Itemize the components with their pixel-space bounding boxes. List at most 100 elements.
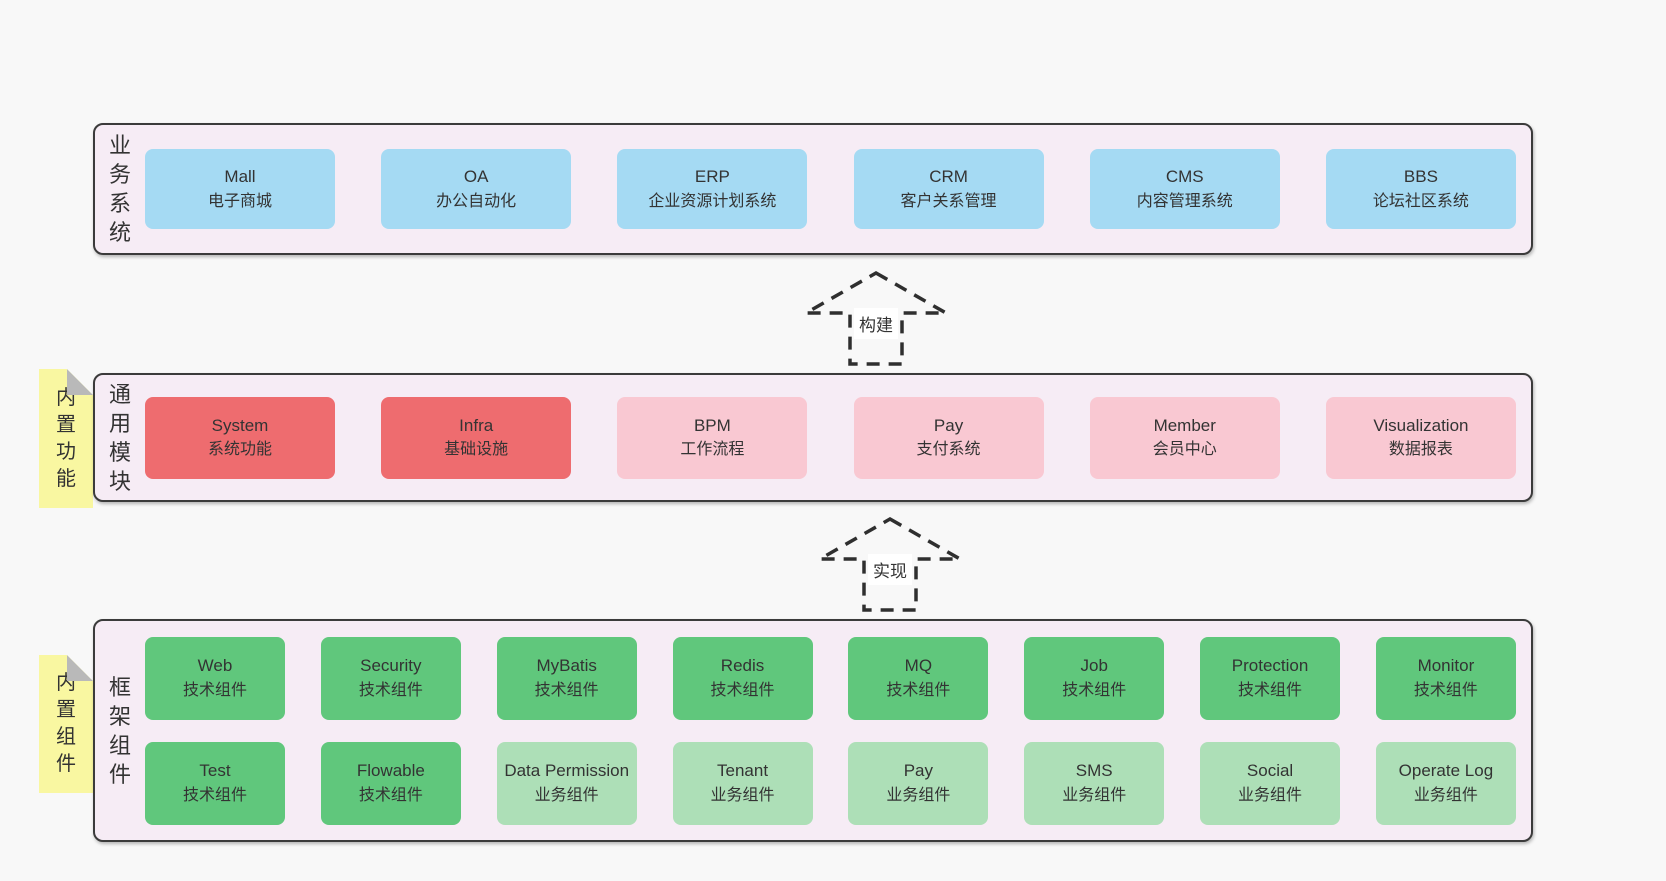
box-title: MQ bbox=[904, 656, 933, 676]
box-subtitle: 业务组件 bbox=[534, 786, 599, 804]
box-title: Pay bbox=[903, 761, 934, 781]
box-subtitle: 论坛社区系统 bbox=[1372, 192, 1469, 210]
box-subtitle: 业务组件 bbox=[710, 786, 775, 804]
box-title: Tenant bbox=[717, 761, 769, 781]
builtin-features-tag: 内置功能 bbox=[39, 369, 93, 508]
box-title: MyBatis bbox=[536, 656, 597, 676]
box-title: Data Permission bbox=[504, 761, 630, 781]
box-cms: CMS 内容管理系统 bbox=[1089, 149, 1280, 229]
box-title: OA bbox=[463, 167, 489, 187]
folded-corner-icon bbox=[67, 655, 93, 681]
dashed-up-arrow-icon bbox=[803, 270, 949, 366]
box-redis: Redis 技术组件 bbox=[672, 636, 813, 720]
builtin-components-tag: 内置组件 bbox=[39, 655, 93, 793]
box-title: Monitor bbox=[1417, 656, 1475, 676]
builtin-features-tag-label: 内置功能 bbox=[56, 386, 76, 490]
box-data-permission: Data Permission 业务组件 bbox=[496, 741, 637, 825]
box-title: BBS bbox=[1403, 167, 1438, 187]
box-subtitle: 技术组件 bbox=[534, 681, 599, 699]
build-arrow-label: 构建 bbox=[854, 308, 898, 339]
folded-corner-icon bbox=[67, 369, 93, 395]
box-subtitle: 系统功能 bbox=[207, 441, 272, 459]
dashed-up-arrow-icon bbox=[817, 516, 963, 612]
box-subtitle: 办公自动化 bbox=[436, 192, 517, 210]
box-title: Pay bbox=[933, 415, 964, 435]
box-subtitle: 基础设施 bbox=[444, 441, 509, 459]
box-title: Web bbox=[197, 656, 233, 676]
layer-framework-components-label: 框架组件 bbox=[108, 674, 131, 787]
box-title: Member bbox=[1153, 415, 1216, 435]
box-job: Job 技术组件 bbox=[1024, 636, 1165, 720]
box-title: Job bbox=[1080, 656, 1108, 676]
box-tenant: Tenant 业务组件 bbox=[672, 741, 813, 825]
box-subtitle: 技术组件 bbox=[182, 786, 247, 804]
box-subtitle: 会员中心 bbox=[1152, 441, 1217, 459]
build-arrow: 构建 bbox=[803, 270, 949, 367]
box-subtitle: 业务组件 bbox=[1413, 786, 1478, 804]
box-flowable: Flowable 技术组件 bbox=[320, 741, 461, 825]
box-protection: Protection 技术组件 bbox=[1200, 636, 1341, 720]
box-subtitle: 技术组件 bbox=[1413, 681, 1478, 699]
builtin-components-tag-label: 内置组件 bbox=[56, 672, 76, 775]
box-web: Web 技术组件 bbox=[145, 636, 285, 720]
box-title: CMS bbox=[1165, 167, 1204, 187]
box-member: Member 会员中心 bbox=[1089, 396, 1280, 479]
box-test: Test 技术组件 bbox=[145, 741, 285, 825]
box-title: BPM bbox=[693, 415, 731, 435]
box-subtitle: 业务组件 bbox=[886, 786, 951, 804]
box-subtitle: 技术组件 bbox=[358, 681, 423, 699]
box-subtitle: 内容管理系统 bbox=[1136, 192, 1233, 210]
box-title: Visualization bbox=[1373, 415, 1469, 435]
box-social: Social 业务组件 bbox=[1200, 741, 1341, 825]
box-title: Social bbox=[1246, 761, 1294, 781]
box-title: SMS bbox=[1075, 761, 1113, 781]
box-title: Test bbox=[199, 761, 231, 781]
box-bpm: BPM 工作流程 bbox=[617, 396, 808, 479]
box-title: Protection bbox=[1231, 656, 1309, 676]
box-monitor: Monitor 技术组件 bbox=[1375, 636, 1516, 720]
box-visualization: Visualization 数据报表 bbox=[1325, 396, 1516, 479]
box-infra: Infra 基础设施 bbox=[381, 396, 572, 479]
box-title: ERP bbox=[694, 167, 730, 187]
box-subtitle: 业务组件 bbox=[1062, 786, 1127, 804]
box-subtitle: 电子商城 bbox=[207, 192, 272, 210]
box-subtitle: 技术组件 bbox=[710, 681, 775, 699]
box-title: Infra bbox=[459, 415, 494, 435]
layer-common-modules-label: 通用模块 bbox=[108, 381, 131, 494]
box-sms: SMS 业务组件 bbox=[1024, 741, 1165, 825]
box-subtitle: 数据报表 bbox=[1388, 441, 1453, 459]
box-title: Flowable bbox=[356, 761, 425, 781]
box-subtitle: 业务组件 bbox=[1238, 786, 1303, 804]
box-subtitle: 客户关系管理 bbox=[900, 192, 997, 210]
implement-arrow: 实现 bbox=[817, 516, 963, 613]
layer-business-systems-label: 业务系统 bbox=[108, 133, 131, 245]
box-title: Redis bbox=[720, 656, 765, 676]
box-oa: OA 办公自动化 bbox=[381, 149, 572, 229]
box-mybatis: MyBatis 技术组件 bbox=[496, 636, 637, 720]
box-subtitle: 技术组件 bbox=[182, 681, 247, 699]
box-subtitle: 技术组件 bbox=[1062, 681, 1127, 699]
box-bbs: BBS 论坛社区系统 bbox=[1325, 149, 1516, 229]
box-subtitle: 工作流程 bbox=[680, 441, 745, 459]
implement-arrow-label: 实现 bbox=[868, 554, 912, 585]
box-subtitle: 技术组件 bbox=[1238, 681, 1303, 699]
box-subtitle: 技术组件 bbox=[358, 786, 423, 804]
